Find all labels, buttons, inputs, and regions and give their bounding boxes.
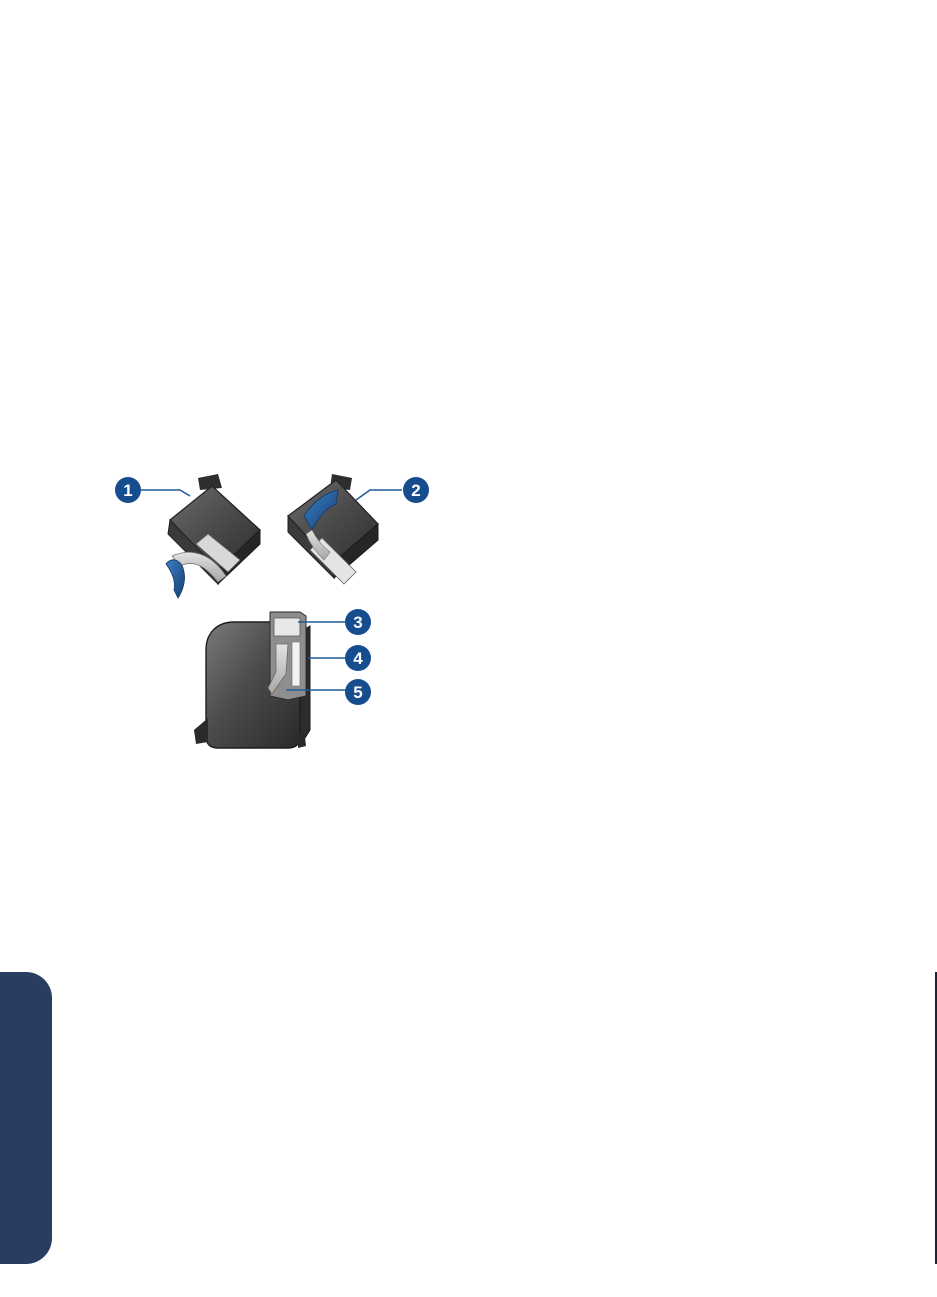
callout-5: 5: [345, 679, 371, 705]
cartridge-front-view: [194, 612, 310, 748]
callout-number: 2: [411, 481, 420, 500]
callout-4: 4: [345, 645, 371, 671]
callout-number: 5: [353, 683, 362, 702]
callout-2: 2: [403, 477, 429, 503]
callout-3: 3: [345, 609, 371, 635]
callout-number: 4: [353, 649, 363, 668]
cartridge-two: [288, 474, 378, 584]
callout-number: 3: [353, 613, 362, 632]
print-cartridge-illustration: 1 2 3 4 5: [100, 460, 450, 760]
callout-1: 1: [115, 477, 141, 503]
chapter-side-tab: [0, 972, 52, 1264]
callout-number: 1: [123, 481, 132, 500]
cartridge-one: [166, 474, 260, 598]
